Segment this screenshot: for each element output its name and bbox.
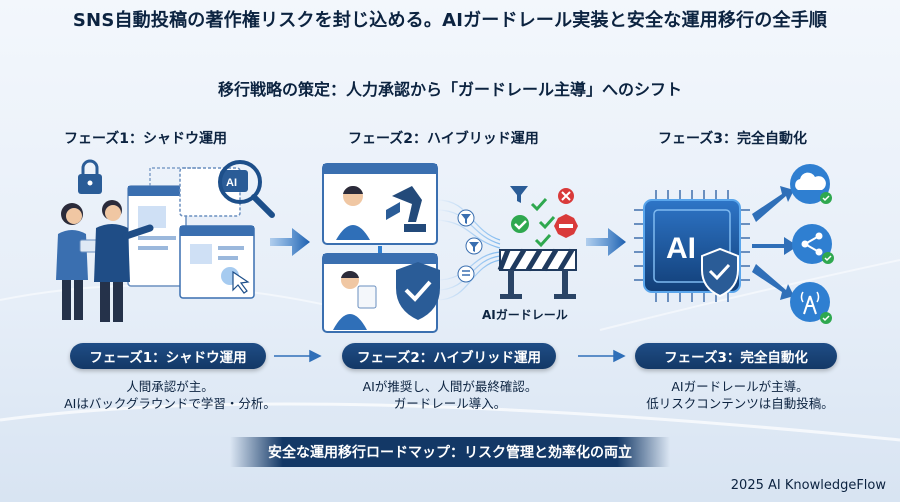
phase2-pill: フェーズ2：ハイブリッド運用	[342, 343, 556, 369]
check-icon-1	[511, 215, 529, 233]
phase2-desc-line2: ガードレール導入。	[393, 396, 507, 411]
person-woman-icon	[56, 203, 99, 320]
filter-icon-2	[465, 237, 483, 255]
pill-arrow-2	[578, 349, 626, 363]
phase3-desc-line1: AIガードレールが主導。	[671, 379, 809, 394]
robot-arm-icon	[392, 186, 422, 222]
phase2-illustration	[322, 163, 578, 333]
check-icon-3	[538, 215, 556, 230]
phase3-desc-line2: 低リスクコンテンツは自動投稿。	[646, 396, 834, 411]
filter-icon-1	[457, 209, 475, 227]
funnel-icon	[510, 186, 528, 203]
cloud-icon	[790, 164, 832, 204]
stop-icon	[554, 214, 578, 238]
footer-credit: 2025 AI KnowledgeFlow	[730, 478, 886, 493]
guardrail-barrier-icon	[497, 248, 577, 299]
share-icon	[792, 224, 834, 264]
filter-icon-3	[457, 265, 475, 283]
cursor-icon	[232, 270, 250, 294]
phase3-description: AIガードレールが主導。 低リスクコンテンツは自動投稿。	[620, 378, 860, 412]
phase3-illustration: AI	[634, 164, 834, 324]
section-subtitle: 移行戦略の策定：人力承認から「ガードレール主導」へのシフト	[217, 80, 682, 99]
shield-small-icon	[386, 202, 400, 220]
ai-badge-text: AI	[226, 177, 237, 189]
ai-scan-window: AI	[179, 167, 248, 217]
cross-icon	[558, 188, 574, 204]
guardrail-label: AIガードレール	[482, 308, 568, 322]
phase2-heading: フェーズ2：ハイブリッド運用	[348, 131, 539, 147]
phase1-desc-line2: AIはバックグラウンドで学習・分析。	[64, 396, 276, 411]
shield-check-icon	[396, 262, 440, 320]
phase1-pill: フェーズ1：シャドウ運用	[70, 343, 266, 369]
phase1-desc-line1: 人間承認が主。	[126, 379, 214, 394]
phase1-illustration: AI	[56, 159, 275, 322]
check-icon-4	[534, 233, 552, 248]
phase3-pill: フェーズ3：完全自動化	[635, 343, 837, 369]
person-man-icon	[94, 200, 154, 322]
roadmap-banner: 安全な運用移行ロードマップ：リスク管理と効率化の両立	[230, 437, 670, 467]
page-title: SNS自動投稿の著作権リスクを封じ込める。AIガードレール実装と安全な運用移行の…	[72, 10, 828, 31]
phase1-heading: フェーズ1：シャドウ運用	[64, 131, 228, 147]
check-icon-2	[530, 197, 548, 212]
lock-icon	[78, 159, 102, 194]
document-window-front	[179, 225, 255, 299]
arrow-phase1-to-phase2	[270, 228, 310, 256]
human-review-window	[322, 253, 440, 333]
phase1-description: 人間承認が主。 AIはバックグラウンドで学習・分析。	[50, 378, 290, 412]
arrow-phase2-to-phase3	[586, 228, 626, 256]
magnifier-icon	[218, 160, 275, 218]
broadcast-tower-icon	[790, 282, 832, 324]
output-arrow-down	[752, 264, 794, 300]
phase2-description: AIが推奨し、人間が最終確認。 ガードレール導入。	[330, 378, 570, 412]
document-window-back	[127, 185, 187, 287]
pill-arrow-1	[274, 349, 322, 363]
chip-label: AI	[666, 232, 696, 265]
output-arrow-right	[752, 237, 798, 255]
phase2-desc-line1: AIが推奨し、人間が最終確認。	[362, 379, 538, 394]
chip-shield-check-icon	[701, 247, 739, 298]
robot-collab-window	[322, 163, 438, 245]
phase3-heading: フェーズ3：完全自動化	[658, 131, 808, 147]
output-arrow-up	[752, 186, 794, 222]
